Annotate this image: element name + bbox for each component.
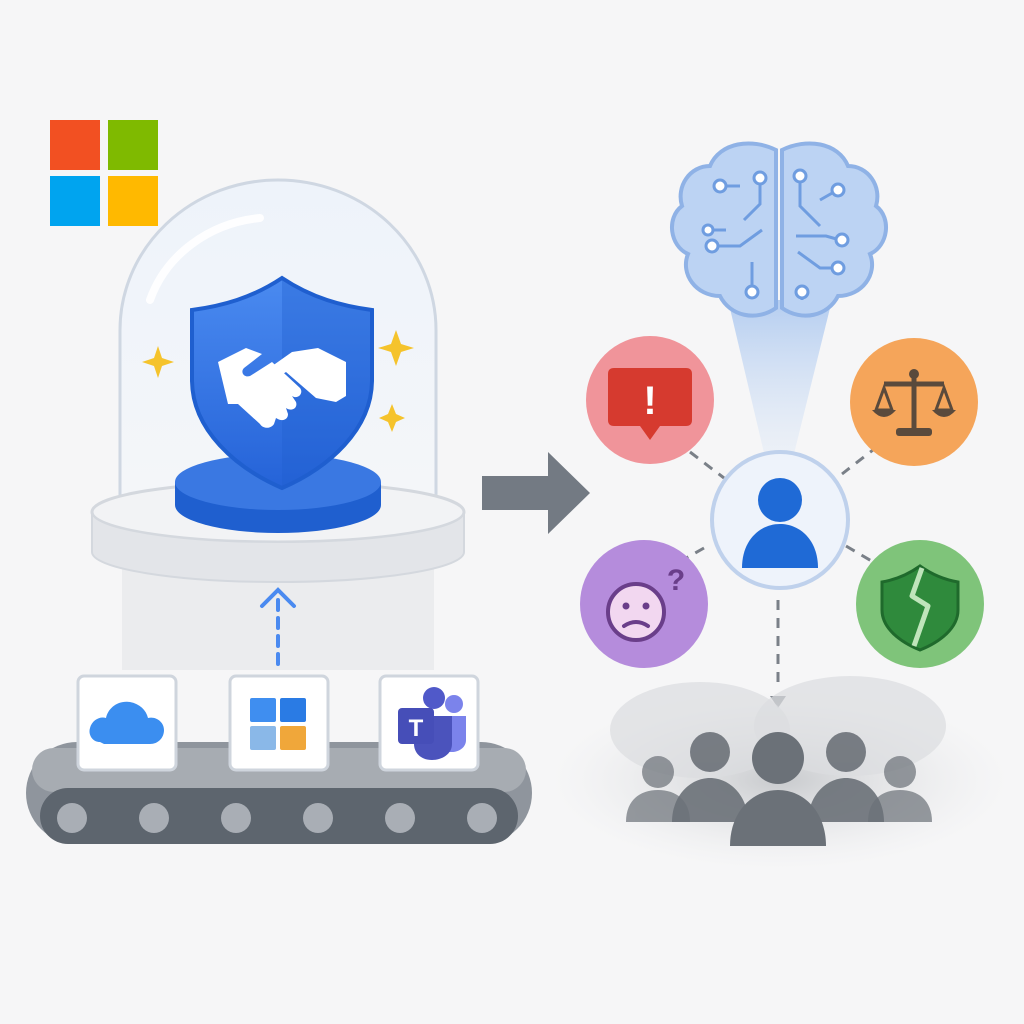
- dome-highlight: [146, 214, 264, 304]
- alert-symbol: !: [643, 379, 656, 423]
- sparkle-icon: [142, 346, 174, 378]
- question-symbol: ?: [667, 564, 685, 597]
- people-group-icon: [626, 732, 932, 846]
- belt-roller: [303, 803, 333, 833]
- logo-square-blue: [50, 176, 100, 226]
- teams-letter: T: [409, 715, 424, 742]
- person-icon: [868, 756, 932, 822]
- central-user: [710, 450, 850, 590]
- risk-broken-shield: [856, 540, 984, 668]
- handshake-icon: [218, 348, 346, 428]
- conveyor-item-windows-apps: [228, 674, 330, 772]
- shield-handshake-icon: [190, 275, 374, 491]
- audience-group: [550, 676, 1010, 870]
- belt-body: [40, 788, 518, 844]
- person-icon: [808, 732, 884, 822]
- risk-scales: [850, 338, 978, 466]
- conveyor-item-cloud: [76, 674, 178, 772]
- alert-icon: !: [608, 368, 692, 440]
- microsoft-logo: [50, 120, 158, 226]
- broken-shield-icon: [880, 564, 960, 652]
- logo-square-green: [108, 120, 158, 170]
- light-beam: [728, 300, 832, 470]
- conveyor-item-teams: T: [378, 674, 480, 772]
- risk-connectors: [671, 444, 881, 690]
- risk-alert: !: [586, 336, 714, 464]
- belt-rollers: [57, 803, 497, 833]
- belt-roller: [221, 803, 251, 833]
- sparkle-icon: [378, 330, 414, 366]
- teams-icon: T: [398, 687, 466, 760]
- confused-face-icon: ?: [606, 564, 685, 642]
- belt-roller: [139, 803, 169, 833]
- logo-square-red: [50, 120, 100, 170]
- logo-square-yellow: [108, 176, 158, 226]
- person-icon: [626, 756, 690, 822]
- dashed-up-arrow-icon: [260, 587, 296, 666]
- belt-roller: [467, 803, 497, 833]
- sparkles: [142, 330, 414, 432]
- sparkle-icon: [379, 404, 405, 432]
- right-arrow-icon: [482, 452, 590, 534]
- dome-base-side: [91, 511, 465, 583]
- glass-dome: [90, 178, 466, 670]
- windows-apps-icon: [250, 698, 306, 750]
- ai-brain-circuit-icon: [669, 141, 889, 318]
- user-icon: [742, 478, 818, 568]
- cloud-icon: [89, 701, 164, 744]
- belt-roller: [385, 803, 415, 833]
- scales-icon: [872, 369, 956, 436]
- person-icon: [672, 732, 748, 822]
- belt-roller: [57, 803, 87, 833]
- risk-confusion: ?: [580, 540, 708, 668]
- person-icon: [730, 732, 826, 846]
